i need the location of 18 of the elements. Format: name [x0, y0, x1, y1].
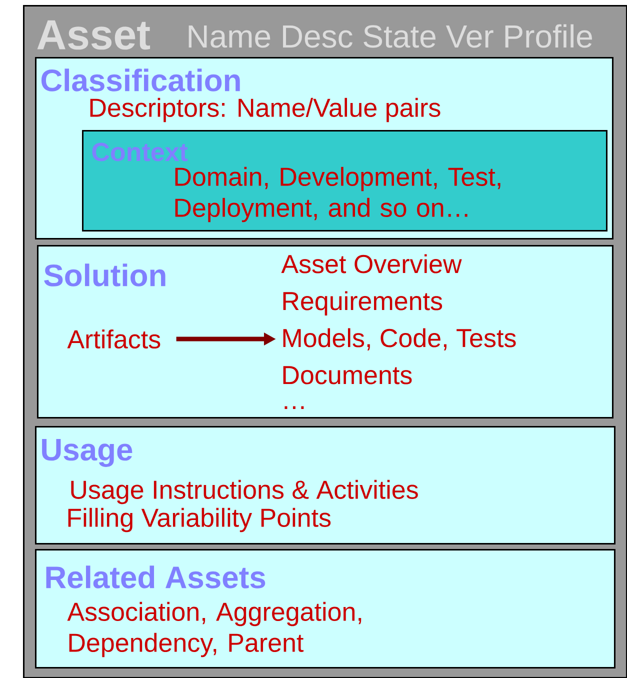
section-heading: Related Assets — [46, 566, 266, 588]
context-box — [82, 130, 608, 232]
body-text: Usage Instructions & Activities — [71, 480, 418, 504]
body-text: Descriptors: Name/Value pairs — [90, 98, 440, 122]
item-list: Asset Overview Requirements Models, Code, Tests Documents … — [281, 254, 516, 410]
section-heading: Context — [92, 142, 188, 162]
section-box — [35, 549, 616, 668]
body-text: Association, Aggregation, Dependency, Parent — [67, 602, 362, 658]
body-text: Filling Variability Points — [68, 508, 331, 532]
section-box — [35, 426, 616, 544]
body-text: Artifacts — [67, 329, 160, 349]
section-heading: Solution — [44, 264, 166, 286]
panel-title: Asset — [37, 20, 150, 50]
body-text: Domain, Development, Test, Deployment, and so on… — [175, 166, 500, 222]
section-box — [37, 245, 614, 418]
section-heading: Classification — [41, 68, 240, 92]
attribute-list: Name Desc State Ver Profile — [188, 24, 592, 48]
section-heading: Usage — [42, 439, 132, 467]
